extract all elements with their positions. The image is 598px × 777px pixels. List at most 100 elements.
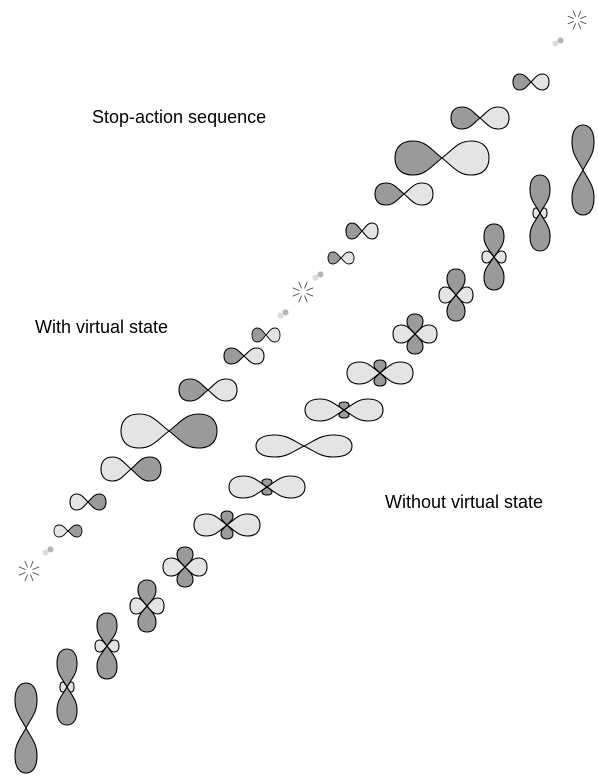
lobe: [220, 524, 234, 540]
lobe: [120, 413, 170, 449]
d-orbital: [392, 313, 438, 355]
lobe: [481, 250, 495, 264]
sparkle-ray: [572, 23, 577, 30]
sparkle-ray: [580, 20, 587, 25]
photon: [552, 37, 564, 47]
lobe: [512, 73, 532, 91]
lobe: [261, 478, 273, 488]
sparkle-ray: [577, 10, 582, 17]
lobe: [446, 294, 466, 322]
lobe: [374, 182, 405, 206]
lobe: [67, 524, 83, 538]
lobe: [571, 124, 595, 172]
lobe: [406, 313, 424, 335]
lobe: [56, 648, 78, 689]
sparkle-ray: [304, 281, 308, 289]
d-orbital: [228, 475, 306, 499]
lobe: [146, 597, 165, 615]
sparkle-ray: [580, 15, 587, 20]
lobe: [530, 73, 550, 91]
lobe: [373, 372, 387, 387]
sparkle-ray: [567, 20, 574, 25]
d-orbital: [56, 648, 78, 726]
sparkle-ray: [292, 287, 300, 291]
lobe: [529, 211, 551, 252]
lobe: [483, 256, 505, 291]
lobe: [69, 493, 89, 511]
p-orbital: [374, 182, 434, 206]
p-orbital: [120, 413, 218, 449]
lobe: [176, 566, 194, 588]
p-orbital: [450, 106, 510, 130]
lobe: [137, 579, 157, 607]
lobe: [14, 682, 38, 730]
without-virtual-state-sequence: [14, 124, 595, 774]
dot: [557, 37, 564, 44]
lobe: [129, 597, 148, 615]
sparkle-ray: [298, 295, 302, 303]
p-orbital: [255, 434, 353, 458]
lobe: [130, 456, 162, 482]
lobe: [207, 378, 238, 402]
lobe: [414, 324, 438, 344]
lobe: [168, 413, 218, 449]
lobe: [394, 140, 443, 176]
sparkle-ray: [298, 281, 302, 289]
p-orbital: [178, 378, 238, 402]
lobe: [479, 106, 510, 130]
lobe: [94, 639, 108, 653]
dot: [282, 309, 289, 316]
dot: [42, 549, 49, 556]
lobe: [304, 398, 346, 422]
lobe: [338, 401, 350, 411]
d-orbital: [193, 510, 261, 540]
lobe: [228, 475, 269, 499]
lobe: [446, 268, 466, 296]
sparkle: [567, 10, 587, 30]
lobe: [226, 513, 261, 537]
sparkle-ray: [18, 566, 26, 570]
photon: [277, 309, 289, 319]
lobe: [178, 378, 209, 402]
lobe: [379, 361, 414, 385]
lobe: [450, 106, 481, 130]
lobe: [361, 222, 379, 240]
d-orbital: [162, 546, 208, 588]
dot: [312, 274, 319, 281]
sparkle-ray: [32, 572, 40, 576]
lobe: [346, 361, 381, 385]
lobe: [327, 251, 342, 265]
lobe: [373, 359, 387, 374]
lobe: [345, 222, 363, 240]
lobe: [223, 347, 245, 365]
sparkle-ray: [304, 295, 308, 303]
dot: [277, 312, 284, 319]
p-orbital: [14, 682, 38, 774]
photon: [42, 546, 54, 556]
sparkle-ray: [32, 566, 40, 570]
d-orbital: [304, 398, 384, 422]
lobe: [441, 140, 490, 176]
lobe: [406, 333, 424, 355]
lobe: [302, 434, 353, 458]
sparkle-ray: [18, 572, 26, 576]
p-orbital: [394, 140, 490, 176]
sparkle-ray: [24, 560, 28, 568]
lobe: [87, 493, 107, 511]
sparkle-ray: [572, 10, 577, 17]
lobe: [243, 347, 265, 365]
p-orbital: [251, 327, 281, 343]
lobe: [14, 726, 38, 774]
d-orbital: [529, 174, 551, 252]
sparkle-ray: [306, 293, 314, 297]
without-virtual-state-label: Without virtual state: [385, 492, 543, 512]
lobe: [96, 612, 118, 647]
lobe: [392, 324, 416, 344]
sparkle: [292, 281, 314, 303]
p-orbital: [69, 493, 107, 511]
dot: [317, 271, 324, 278]
sparkle-ray: [567, 15, 574, 20]
lobe: [571, 168, 595, 216]
